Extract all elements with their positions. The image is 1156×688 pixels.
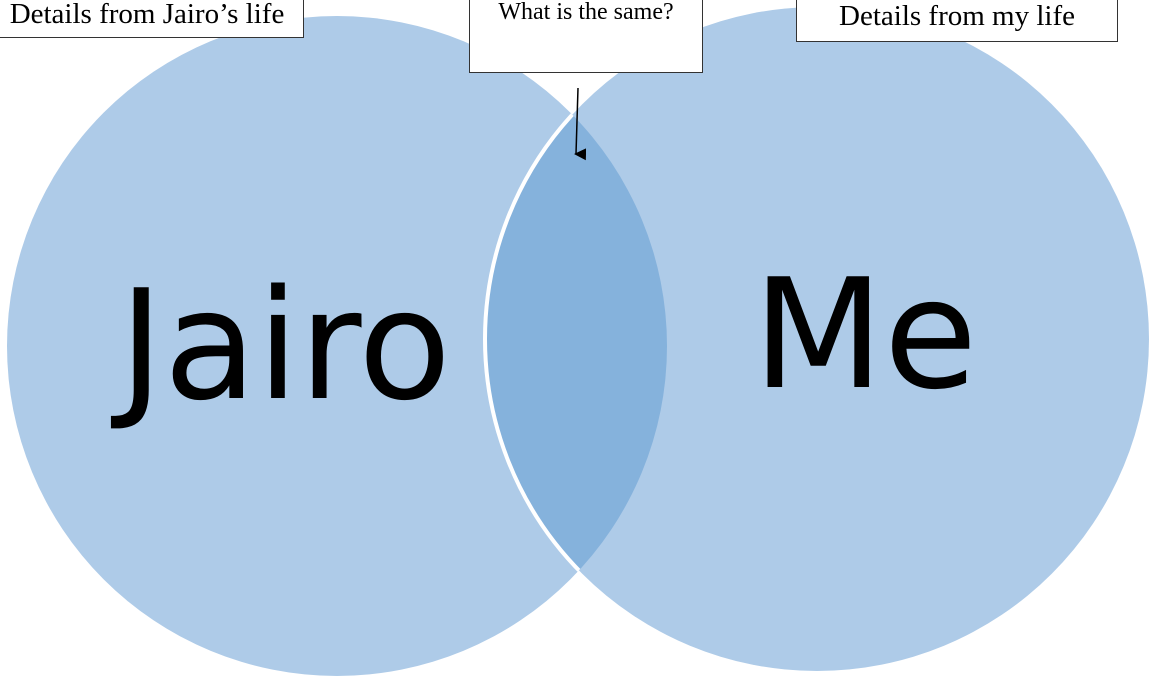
left-circle-label: Jairo [111,257,451,434]
callout-arrow [574,87,587,161]
left-callout-text: Details from Jairo’s life [9,0,285,30]
center-callout-text: What is the same? [498,0,674,25]
right-circle [485,7,1149,671]
right-callout-box: Details from my life [796,0,1118,42]
right-callout-text: Details from my life [839,0,1075,32]
left-callout-box: Details from Jairo’s life [0,0,304,38]
left-circle [7,16,667,676]
center-callout-box: What is the same? [469,0,703,73]
right-circle-label: Me [753,246,978,423]
overlap-edge [483,16,667,673]
